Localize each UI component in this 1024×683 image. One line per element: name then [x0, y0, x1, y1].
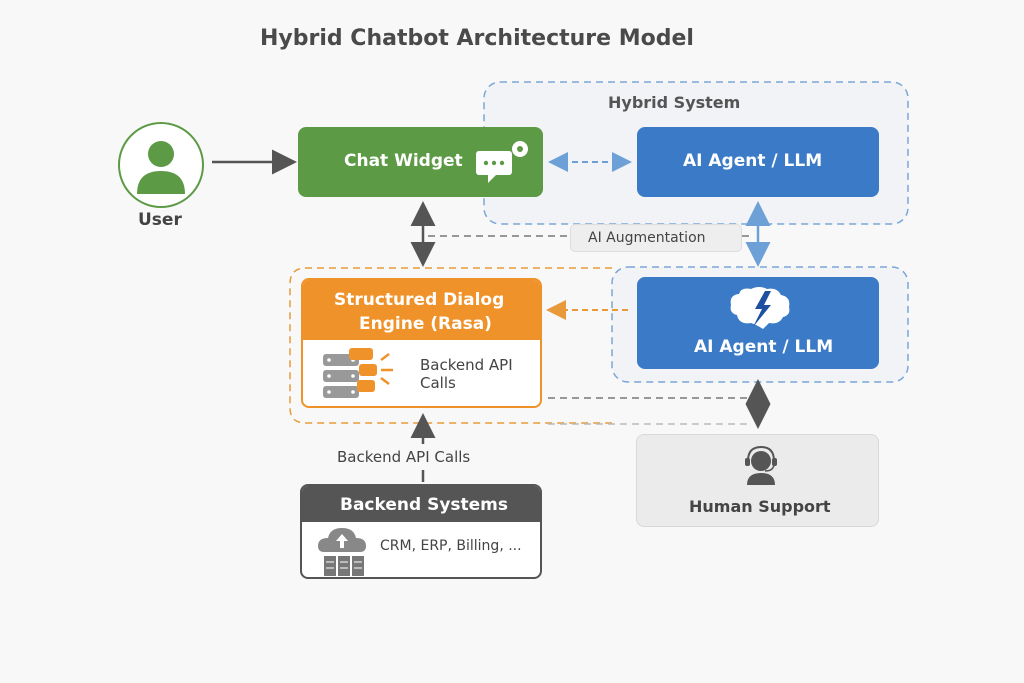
user-icon — [137, 141, 185, 194]
backend-api-label: Backend API Calls — [337, 448, 471, 466]
hybrid-system-label: Hybrid System — [608, 93, 741, 112]
dialog-engine-title-1: Structured Dialog — [334, 290, 505, 310]
dialog-engine-box[interactable]: Structured Dialog Engine (Rasa) Backend … — [301, 278, 542, 408]
cloud-servers-icon — [318, 528, 366, 576]
user-node[interactable] — [118, 122, 204, 208]
dialog-engine-title-2: Engine (Rasa) — [359, 314, 492, 334]
ai-augmentation-tag: AI Augmentation — [570, 224, 742, 252]
backend-systems-sublabel: CRM, ERP, Billing, ... — [380, 538, 522, 554]
ai-augmentation-label: AI Augmentation — [588, 230, 706, 246]
brain-lightning-icon — [730, 287, 790, 329]
backend-systems-box[interactable]: Backend Systems CRM, ERP, Billing, ... — [300, 484, 542, 579]
backend-systems-title: Backend Systems — [340, 495, 509, 515]
ai-agent-bottom-label: AI Agent / LLM — [694, 337, 834, 357]
chat-settings-icon — [476, 141, 528, 183]
user-label: User — [138, 210, 182, 230]
human-support-box[interactable]: Human Support — [636, 434, 879, 527]
ai-agent-top-label: AI Agent / LLM — [683, 151, 823, 171]
headset-agent-icon — [745, 445, 777, 485]
diagram-title: Hybrid Chatbot Architecture Model — [260, 26, 694, 51]
server-stack-icon — [323, 348, 393, 398]
dialog-engine-region — [289, 267, 612, 424]
ai-agent-top-box[interactable]: AI Agent / LLM — [637, 127, 879, 197]
dialog-engine-sublabel: Backend API Calls — [420, 356, 513, 392]
chat-widget-label: Chat Widget — [344, 151, 463, 171]
ai-agent-bottom-box[interactable]: AI Agent / LLM — [637, 277, 879, 369]
human-support-label: Human Support — [689, 497, 831, 516]
chat-widget-box[interactable]: Chat Widget — [298, 127, 543, 197]
